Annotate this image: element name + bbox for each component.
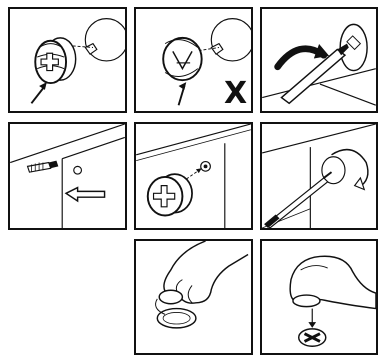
finger-cap-place-drawing	[262, 241, 376, 353]
panel-turn-clockwise	[260, 122, 378, 230]
dowel-drawing	[10, 124, 125, 228]
screwdriver-drawing	[262, 9, 376, 111]
cam-lock-correct-drawing	[10, 9, 125, 111]
finger-cap-drawing	[136, 241, 251, 353]
panel-press-cover-cap	[134, 239, 253, 355]
panel-correct-orientation	[8, 7, 127, 113]
cam-insert-drawing	[136, 124, 251, 228]
left-arrow-icon	[66, 188, 105, 201]
clockwise-drawing	[262, 124, 376, 228]
panel-apply-cover-cap	[260, 239, 378, 355]
panel-insert-cam-lock	[134, 122, 253, 230]
panel-wrong-orientation: X	[134, 7, 253, 113]
panel-insert-dowel	[8, 122, 127, 230]
cross-icon: X	[224, 79, 247, 109]
panel-tighten-screwdriver	[260, 7, 378, 113]
